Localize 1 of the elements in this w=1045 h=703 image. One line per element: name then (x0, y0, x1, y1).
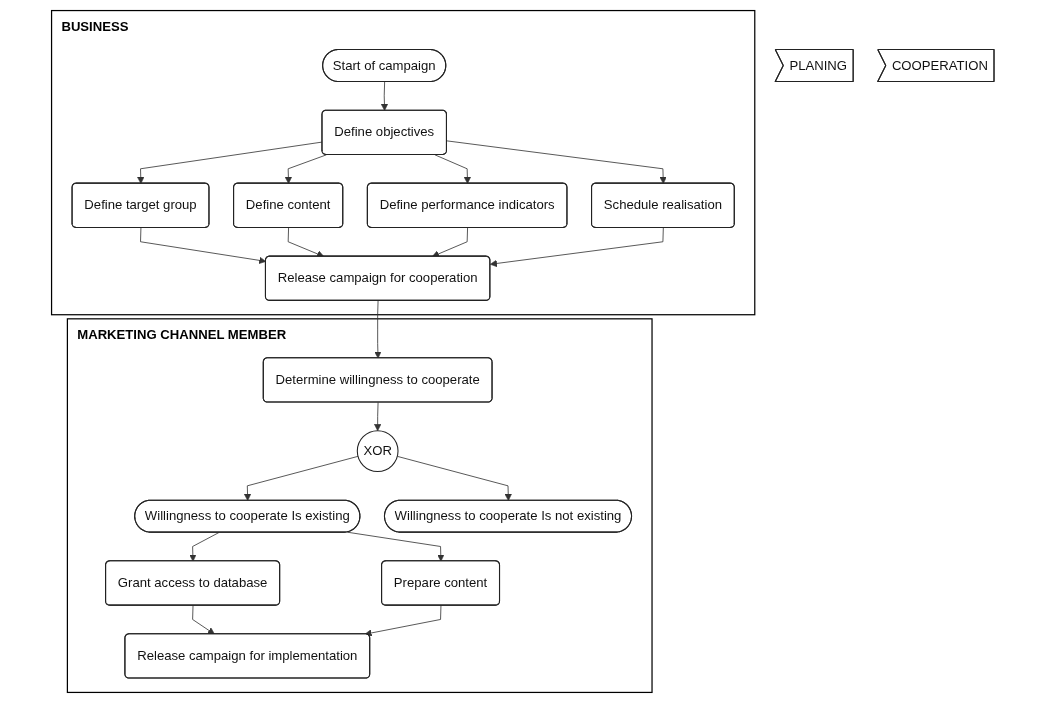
node-circle: XOR (356, 430, 399, 472)
